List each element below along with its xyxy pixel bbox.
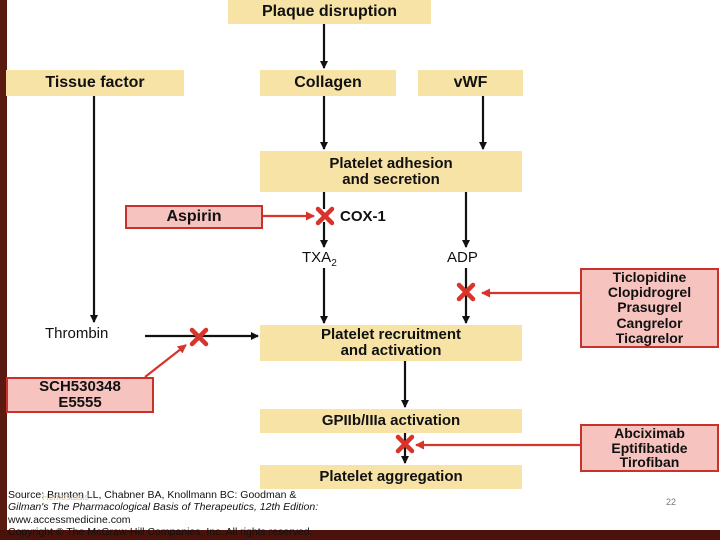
txa2-subscript: 2 <box>331 258 337 269</box>
collagen-box: Collagen <box>260 70 396 96</box>
drug-eptifibatide: Eptifibatide <box>611 439 688 456</box>
cox1-label: COX-1 <box>340 208 386 225</box>
platelet-adhesion-box: Platelet adhesion and secretion <box>260 151 522 192</box>
drug-clopidrogrel: Clopidrogrel <box>607 284 692 301</box>
source-line-4: Copyright © The McGraw-Hill Companies, I… <box>8 526 313 539</box>
adp-label: ADP <box>447 249 478 266</box>
txa2-base: TXA <box>302 249 332 266</box>
bottom-border <box>0 530 720 540</box>
p2y12-inhibitors-box: Ticlopidine Clopidrogrel Prasugrel Cangr… <box>580 268 719 348</box>
left-border <box>0 0 7 540</box>
plaque-disruption-box: Plaque disruption <box>228 0 431 24</box>
platelet-adhesion-line1: Platelet adhesion <box>329 154 453 172</box>
drug-sch530348: SCH530348 <box>39 378 121 396</box>
gpiib-activation-box: GPIIb/IIIa activation <box>260 409 522 433</box>
thrombin-label: Thrombin <box>45 325 109 342</box>
platelet-recruitment-line2: and activation <box>340 342 442 359</box>
drug-ticlopidine: Ticlopidine <box>612 269 687 286</box>
drug-tirofiban: Tirofiban <box>619 454 680 471</box>
drug-abciximab: Abciximab <box>614 424 685 441</box>
drug-cangrelor: Cangrelor <box>616 314 683 331</box>
vwf-box: vWF <box>418 70 523 96</box>
source-line-1: Source: Brunton LL, Chabner BA, Knollman… <box>8 489 297 501</box>
platelet-adhesion-line2: and secretion <box>342 170 440 188</box>
drug-prasugrel: Prasugrel <box>617 299 682 316</box>
tissue-factor-box: Tissue factor <box>6 70 184 96</box>
txa2-label: TXA2 <box>302 250 337 269</box>
page-number: 22 <box>666 497 677 507</box>
platelet-recruitment-box: Platelet recruitment and activation <box>260 325 522 361</box>
source-line-2: Gilman's The Pharmacological Basis of Th… <box>8 501 319 514</box>
aspirin-box: Aspirin <box>125 205 263 229</box>
drug-ticagrelor: Ticagrelor <box>615 329 684 346</box>
platelet-aggregation-box: Platelet aggregation <box>260 465 522 489</box>
gpiib-inhibitors-box: Abciximab Eptifibatide Tirofiban <box>580 424 719 472</box>
source-citation: Source: Brunton LL, Chabner BA, Knollman… <box>8 489 318 539</box>
platelet-recruitment-line1: Platelet recruitment <box>320 326 462 344</box>
drug-e5555: E5555 <box>58 394 102 411</box>
par1-antagonists-box: SCH530348 E5555 <box>6 377 154 413</box>
source-line-3: www.accessmedicine.com <box>8 513 131 526</box>
ghost-slide-title: Hemostasis <box>42 492 90 502</box>
